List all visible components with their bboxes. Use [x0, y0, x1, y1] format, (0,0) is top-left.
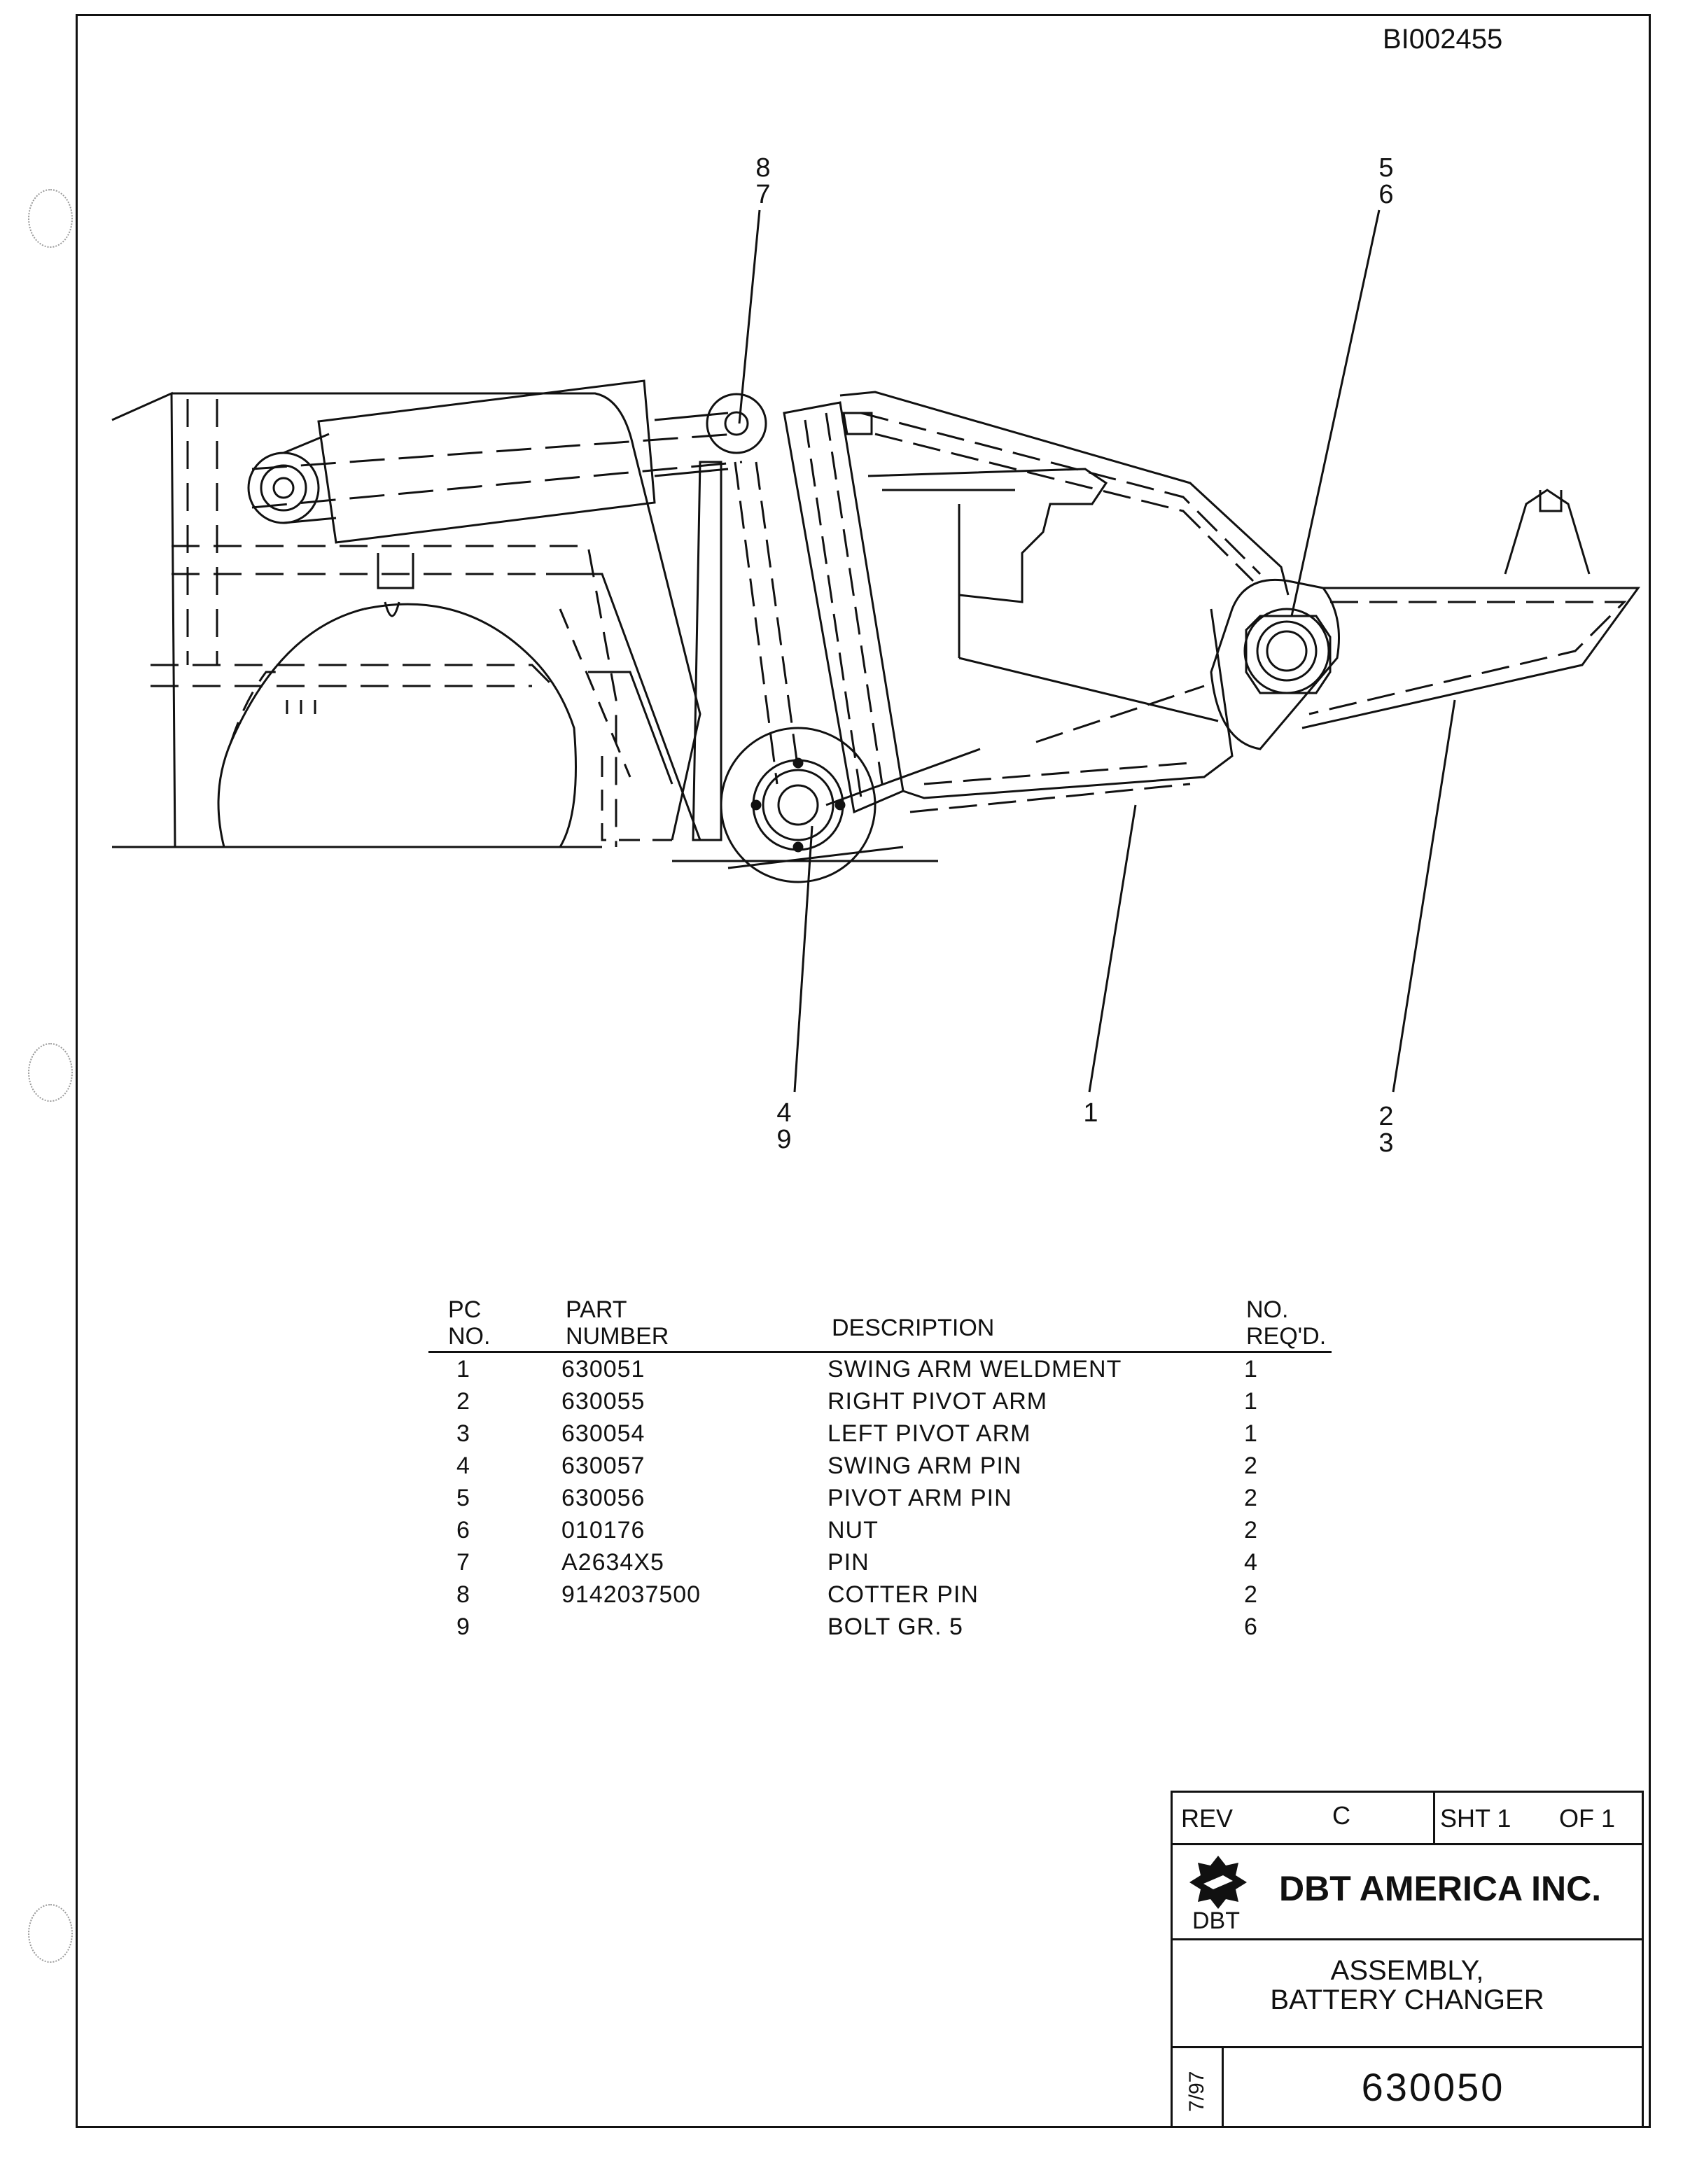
- drawing-title-line2: BATTERY CHANGER: [1270, 1984, 1544, 2015]
- cell-desc: NUT: [827, 1517, 879, 1544]
- cell-part: 630051: [561, 1356, 645, 1382]
- cell-qty: 2: [1244, 1517, 1258, 1544]
- callout-9: 9: [776, 1125, 792, 1154]
- table-row: 4 630057 SWING ARM PIN 2: [428, 1450, 1332, 1482]
- cell-desc: SWING ARM WELDMENT: [827, 1356, 1122, 1382]
- cell-qty: 1: [1244, 1356, 1258, 1382]
- cell-desc: PIVOT ARM PIN: [827, 1485, 1012, 1511]
- base-frame: [111, 391, 701, 848]
- table-row: 3 630054 LEFT PIVOT ARM 1: [428, 1418, 1332, 1450]
- swing-arm-weldment: [839, 391, 1290, 813]
- cell-part: 9142037500: [561, 1581, 701, 1608]
- header-no-reqd: NO. REQ'D.: [1246, 1296, 1327, 1350]
- callout-3: 3: [1378, 1128, 1394, 1158]
- punch-hole-middle: [28, 1043, 73, 1102]
- callout-7: 7: [755, 180, 771, 209]
- cell-part: 630057: [561, 1452, 645, 1479]
- document-id: BI002455: [1383, 24, 1503, 55]
- table-row: 7 A2634X5 PIN 4: [428, 1546, 1332, 1578]
- of-label: OF 1: [1559, 1804, 1616, 1833]
- cell-desc: SWING ARM PIN: [827, 1452, 1022, 1479]
- callout-2: 2: [1378, 1102, 1394, 1131]
- cell-qty: 1: [1244, 1420, 1258, 1447]
- cell-qty: 6: [1244, 1614, 1258, 1640]
- table-row: 2 630055 RIGHT PIVOT ARM 1: [428, 1385, 1332, 1418]
- cell-qty: 2: [1244, 1452, 1258, 1479]
- cell-pc: 1: [456, 1356, 470, 1382]
- table-row: 1 630051 SWING ARM WELDMENT 1: [428, 1353, 1332, 1385]
- table-row: 5 630056 PIVOT ARM PIN 2: [428, 1482, 1332, 1514]
- drawing-part-number: 630050: [1361, 2065, 1505, 2109]
- cell-part: 630055: [561, 1388, 645, 1415]
- cell-pc: 3: [456, 1420, 470, 1447]
- cell-desc: BOLT GR. 5: [827, 1614, 963, 1640]
- hydraulic-cylinder: [247, 379, 743, 544]
- drawing-title-line1: ASSEMBLY,: [1330, 1955, 1484, 1986]
- cell-part: 010176: [561, 1517, 645, 1544]
- cell-part: 630056: [561, 1485, 645, 1511]
- lower-pivot-assembly: [672, 727, 981, 883]
- sheet-border: [76, 14, 1651, 2128]
- cell-pc: 9: [456, 1614, 470, 1640]
- cell-desc: PIN: [827, 1549, 870, 1576]
- sheet-label: SHT 1: [1440, 1804, 1511, 1833]
- top-pin: [706, 393, 767, 454]
- callout-1: 1: [1083, 1098, 1098, 1128]
- header-description: DESCRIPTION: [832, 1315, 995, 1341]
- cell-desc: RIGHT PIVOT ARM: [827, 1388, 1048, 1415]
- pivot-arm: [1301, 489, 1640, 729]
- cell-qty: 4: [1244, 1549, 1258, 1576]
- header-pc-no: PC NO.: [448, 1296, 491, 1350]
- callout-6: 6: [1378, 180, 1394, 209]
- callout-4: 4: [776, 1098, 792, 1128]
- header-part-number: PART NUMBER: [566, 1296, 669, 1350]
- parts-table-header: PC NO. PART NUMBER DESCRIPTION NO. REQ'D…: [428, 1296, 1332, 1353]
- cell-qty: 2: [1244, 1581, 1258, 1608]
- cell-qty: 2: [1244, 1485, 1258, 1511]
- punch-hole-top: [28, 189, 73, 248]
- cell-part: A2634X5: [561, 1549, 664, 1576]
- drawing-date: 7/97: [1185, 2071, 1208, 2112]
- cell-desc: LEFT PIVOT ARM: [827, 1420, 1031, 1447]
- right-pivot-assembly: [1210, 578, 1340, 750]
- cell-pc: 5: [456, 1485, 470, 1511]
- table-row: 6 010176 NUT 2: [428, 1514, 1332, 1546]
- table-row: 9 BOLT GR. 5 6: [428, 1611, 1332, 1643]
- callout-8: 8: [755, 153, 771, 183]
- leader-lines: [738, 209, 1456, 1093]
- table-row: 8 9142037500 COTTER PIN 2: [428, 1578, 1332, 1611]
- title-block: REV C SHT 1 OF 1 DBT DBT AMERICA INC. AS…: [1171, 1791, 1644, 2128]
- cell-pc: 2: [456, 1388, 470, 1415]
- company-name: DBT AMERICA INC.: [1279, 1869, 1602, 1908]
- cell-pc: 7: [456, 1549, 470, 1576]
- parts-list-table: PC NO. PART NUMBER DESCRIPTION NO. REQ'D…: [428, 1296, 1332, 1643]
- rev-value: C: [1332, 1801, 1350, 1830]
- punch-hole-bottom: [28, 1904, 73, 1963]
- swing-arm-links: [692, 401, 905, 841]
- cell-part: 630054: [561, 1420, 645, 1447]
- cell-desc: COTTER PIN: [827, 1581, 979, 1608]
- logo-text: DBT: [1192, 1907, 1240, 1934]
- cell-pc: 4: [456, 1452, 470, 1479]
- callout-5: 5: [1378, 153, 1394, 183]
- company-logo-icon: [1189, 1856, 1247, 1909]
- rev-label: REV: [1181, 1804, 1234, 1833]
- cell-pc: 8: [456, 1581, 470, 1608]
- cell-qty: 1: [1244, 1388, 1258, 1415]
- cell-pc: 6: [456, 1517, 470, 1544]
